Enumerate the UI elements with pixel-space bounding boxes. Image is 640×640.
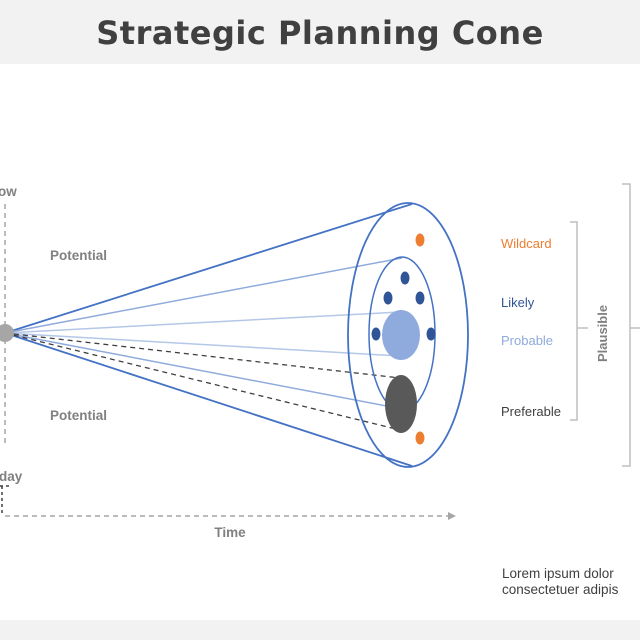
wildcard-label: Wildcard <box>501 236 552 251</box>
time-label: Time <box>214 525 246 540</box>
likely-dot <box>400 271 410 285</box>
probable-circle <box>382 310 420 360</box>
potential-upper-label: Potential <box>50 248 107 263</box>
likely-label: Likely <box>501 295 535 310</box>
inner-line-4 <box>4 332 401 357</box>
time-axis-arrow <box>448 512 456 520</box>
preferable-dash-upper <box>4 332 401 379</box>
wildcard-dot <box>415 431 425 445</box>
likely-dot <box>426 327 436 341</box>
plausible-bracket <box>570 221 588 421</box>
cone-upper-edge <box>4 203 413 334</box>
inner-line-3 <box>4 311 401 334</box>
today-label: day <box>0 469 23 484</box>
inner-line-1 <box>4 257 403 334</box>
probable-label: Probable <box>501 333 553 348</box>
cone-outer-ellipse <box>347 202 469 468</box>
bottom-bar <box>0 620 640 640</box>
likely-dot <box>383 291 393 305</box>
preferable-dash-lower <box>4 332 401 431</box>
note-line-1: Lorem ipsum dolor <box>502 566 614 581</box>
note-text: Lorem ipsum dolor consectetuer adipis <box>502 566 640 598</box>
potential-lower-label: Potential <box>50 408 107 423</box>
inner-line-2 <box>4 332 403 410</box>
note-line-2: consectetuer adipis <box>502 582 619 597</box>
plausible-label: Plausible <box>595 305 610 362</box>
outer-bracket <box>622 183 640 467</box>
page-title: Strategic Planning Cone <box>96 14 544 52</box>
likely-dot <box>415 291 425 305</box>
now-label: ow <box>0 184 17 199</box>
preferable-label: Preferable <box>501 404 561 419</box>
origin-dot <box>0 324 14 342</box>
cone-lower-edge <box>4 332 413 467</box>
wildcard-dot <box>415 233 425 247</box>
title-bar <box>0 0 640 64</box>
preferable-ellipse <box>385 375 417 433</box>
likely-dot <box>371 327 381 341</box>
